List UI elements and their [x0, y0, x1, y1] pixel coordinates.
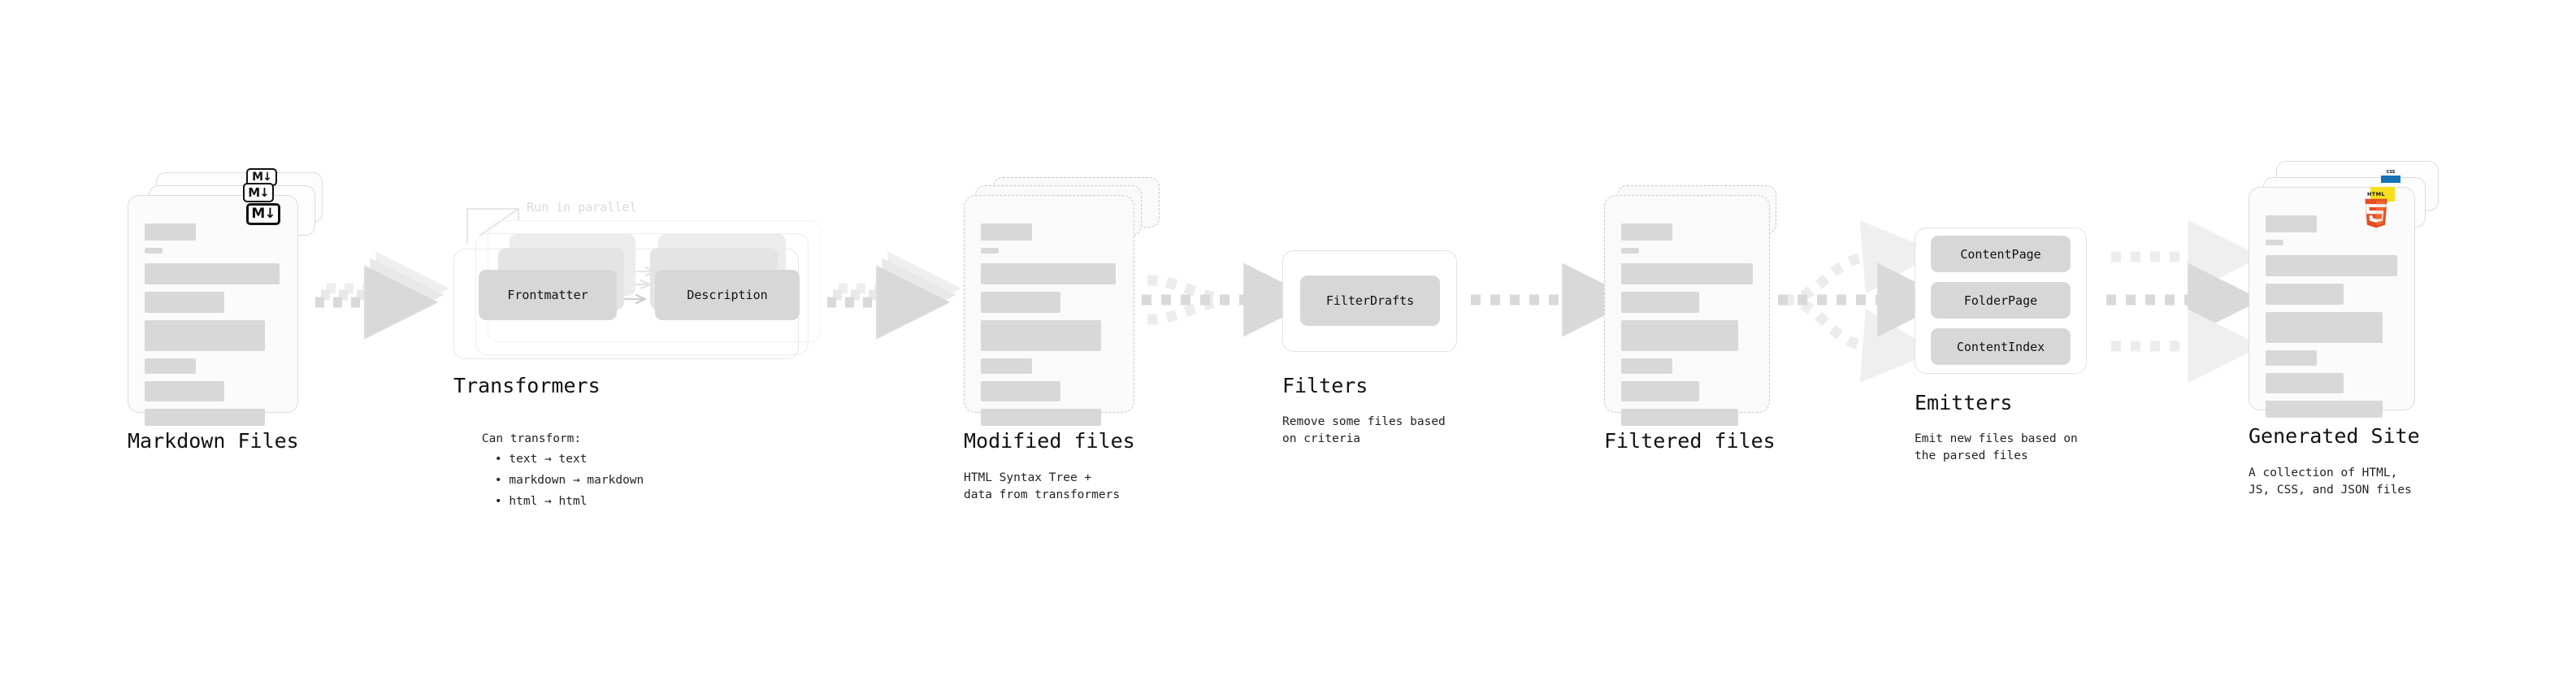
filter-chip-filterdrafts[interactable]: FilterDrafts [1300, 275, 1440, 326]
stage-title-modified-files: Modified files [964, 429, 1135, 453]
file-placeholder-bars [145, 223, 281, 433]
connector-modified-to-filters [1142, 262, 1318, 337]
stage-title-emitters: Emitters [1915, 391, 2013, 414]
transformer-chip-frontmatter[interactable]: Frontmatter [479, 270, 617, 320]
stage-title-transformers: Transformers [453, 374, 601, 397]
emitter-chip-folderpage[interactable]: FolderPage [1931, 282, 2071, 319]
bullet-text-2: html → html [509, 494, 588, 508]
file-placeholder-bars [2266, 215, 2398, 425]
transformers-bullet-1: • markdown → markdown [466, 455, 644, 505]
transformers-desc-lead: Can transform: [481, 432, 582, 445]
markdown-file-card-front [128, 195, 298, 426]
bullet-dot-0: • [494, 452, 510, 466]
stage-description-transformers: Can transform: [453, 414, 581, 464]
css-icon-label: CSS [2386, 170, 2396, 175]
transformers-bullet-2: • html → html [466, 476, 588, 527]
run-in-parallel-annotation: Run in parallel [527, 200, 637, 215]
connector-transformers-to-modified [827, 251, 962, 340]
stage-title-generated-site: Generated Site [2249, 424, 2420, 448]
stage-title-filters: Filters [1282, 374, 1368, 397]
stage-description-generated-site: A collection of HTML, JS, CSS, and JSON … [2249, 466, 2412, 497]
connector-markdown-to-transformers [315, 251, 450, 340]
connector-filtered-to-emitters [1778, 220, 1952, 383]
html5-icon: HTML [2362, 191, 2390, 231]
file-placeholder-bars [1621, 223, 1753, 433]
transformers-bullet-0: • text → text [466, 434, 588, 484]
file-placeholder-bars [981, 223, 1117, 433]
stage-title-filtered-files: Filtered files [1604, 429, 1776, 453]
emitter-chip-contentpage[interactable]: ContentPage [1931, 236, 2071, 272]
bullet-dot-1: • [494, 473, 510, 487]
emitter-chip-contentindex[interactable]: ContentIndex [1931, 328, 2071, 365]
bullet-text-0: text → text [509, 452, 588, 466]
transformer-box-back-1 [475, 233, 809, 355]
bullet-text-1: markdown → markdown [509, 473, 644, 487]
modified-file-card-front [964, 195, 1134, 426]
site-file-card-front [2249, 187, 2415, 418]
stage-title-markdown-files: Markdown Files [128, 429, 299, 453]
bullet-dot-2: • [494, 494, 510, 508]
connector-emitters-to-site [2106, 219, 2262, 384]
transformer-chip-description[interactable]: Description [655, 270, 800, 320]
filtered-file-card-front [1604, 195, 1770, 426]
js-icon [2370, 187, 2395, 202]
markdown-icon: M↓ [246, 203, 280, 225]
stage-description-modified-files: HTML Syntax Tree + data from transformer… [964, 471, 1121, 501]
html5-icon-label: HTML [2366, 191, 2386, 197]
css-icon: CSS [2381, 170, 2400, 183]
stage-description-filters: Remove some files based on criteria [1282, 415, 1446, 445]
markdown-icon-back-1: M↓ [243, 183, 274, 202]
stage-description-emitters: Emit new files based on the parsed files [1915, 432, 2078, 462]
